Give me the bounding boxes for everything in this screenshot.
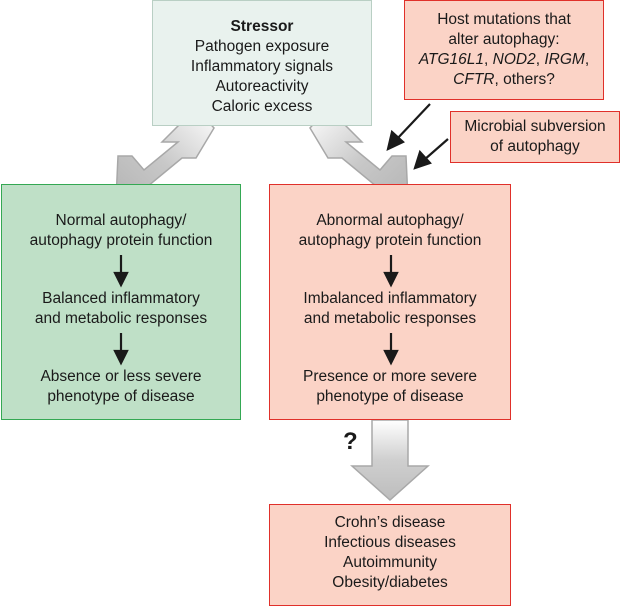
- mutation-arrow: [386, 103, 431, 151]
- abnormal-stage-2-line: and metabolic responses: [303, 310, 477, 327]
- abnormal-flow-arrows: [383, 255, 399, 366]
- normal-pathway-box: Normal autophagy/ autophagy protein func…: [1, 184, 241, 420]
- normal-stage-1: Normal autophagy/ autophagy protein func…: [2, 211, 240, 251]
- host-mutations-line: Host mutations that: [437, 11, 571, 28]
- stressor-item: Pathogen exposure: [194, 38, 330, 55]
- abnormal-pathway-box: Abnormal autophagy/ autophagy protein fu…: [269, 184, 511, 420]
- normal-stage-2-line: Balanced inflammatory: [42, 290, 200, 307]
- gene-name: NOD2: [492, 51, 536, 68]
- abnormal-stage-1-line: autophagy protein function: [298, 232, 482, 249]
- tail: , others?: [494, 71, 555, 88]
- separator: ,: [584, 51, 590, 68]
- question-mark: ?: [343, 428, 358, 455]
- microbial-arrow: [413, 138, 449, 170]
- normal-stage-1-line: autophagy protein function: [29, 232, 213, 249]
- disease-item: Infectious diseases: [324, 534, 456, 551]
- abnormal-stage-1: Abnormal autophagy/ autophagy protein fu…: [270, 211, 510, 251]
- stressor-box: Stressor Pathogen exposure Inflammatory …: [152, 0, 372, 126]
- abnormal-stage-1-line: Abnormal autophagy/: [316, 212, 464, 229]
- host-mutations-genes-tail: CFTR, others?: [405, 70, 603, 90]
- stressor-title: Stressor: [230, 18, 294, 35]
- normal-stage-3: Absence or less severe phenotype of dise…: [2, 367, 240, 407]
- host-mutations-box: Host mutations that alter autophagy: ATG…: [404, 0, 604, 100]
- disease-item: Crohn’s disease: [334, 514, 446, 531]
- normal-stage-3-line: phenotype of disease: [47, 388, 195, 405]
- normal-flow-arrows: [113, 255, 129, 366]
- abnormal-stage-3: Presence or more severe phenotype of dis…: [270, 367, 510, 407]
- abnormal-stage-2-line: Imbalanced inflammatory: [303, 290, 477, 307]
- abnormal-stage-3-line: phenotype of disease: [316, 388, 464, 405]
- host-mutations-genes: ATG16L1, NOD2, IRGM,: [405, 50, 603, 70]
- normal-stage-2: Balanced inflammatory and metabolic resp…: [2, 289, 240, 329]
- gene-name: IRGM: [544, 51, 585, 68]
- gene-name: ATG16L1: [418, 51, 485, 68]
- disease-item: Obesity/diabetes: [332, 574, 448, 591]
- disease-item: Autoimmunity: [343, 554, 437, 571]
- microbial-line: Microbial subversion: [464, 118, 606, 135]
- normal-stage-1-line: Normal autophagy/: [55, 212, 187, 229]
- separator: ,: [535, 51, 545, 68]
- abnormal-stage-2: Imbalanced inflammatory and metabolic re…: [270, 289, 510, 329]
- abnormal-stage-3-line: Presence or more severe: [302, 368, 478, 385]
- diseases-box: Crohn’s disease Infectious diseases Auto…: [269, 504, 511, 606]
- separator: ,: [484, 51, 493, 68]
- microbial-line: of autophagy: [490, 138, 580, 155]
- gene-name: CFTR: [453, 71, 495, 88]
- stressor-item: Caloric excess: [211, 98, 313, 115]
- stressor-item: Inflammatory signals: [190, 58, 334, 75]
- big-arrow-down: [350, 419, 430, 502]
- normal-stage-2-line: and metabolic responses: [34, 310, 208, 327]
- normal-stage-3-line: Absence or less severe: [40, 368, 202, 385]
- host-mutations-line: alter autophagy:: [448, 31, 560, 48]
- microbial-subversion-box: Microbial subversion of autophagy: [450, 111, 620, 163]
- stressor-item: Autoreactivity: [215, 78, 309, 95]
